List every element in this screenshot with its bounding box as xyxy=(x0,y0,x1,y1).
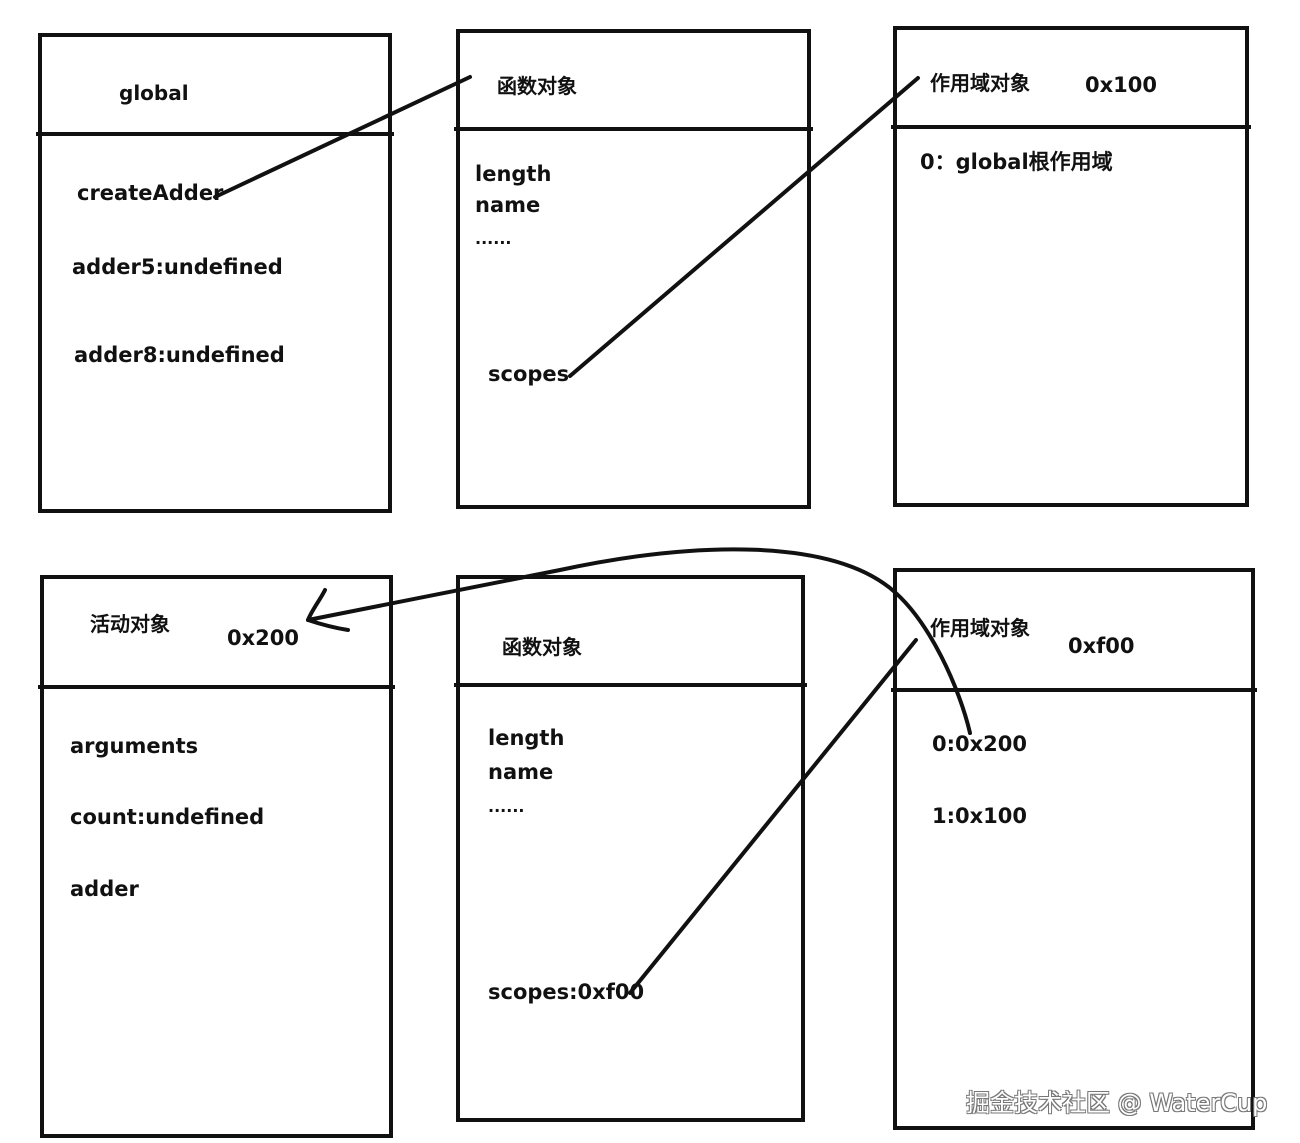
header-divider xyxy=(891,688,1257,692)
field-scopes-top: scopes xyxy=(488,362,570,386)
scope-address-bottom: 0xf00 xyxy=(1068,634,1135,658)
function-object-header-top: 函数对象 xyxy=(497,74,577,98)
scope-address-top: 0x100 xyxy=(1085,73,1157,97)
header-divider xyxy=(454,127,813,131)
activation-object-header: 活动对象 xyxy=(90,612,170,636)
field-length-top: length xyxy=(475,162,552,186)
field-count: count:undefined xyxy=(70,805,265,829)
field-adder: adder xyxy=(70,877,139,901)
field-name-top: name xyxy=(475,193,541,217)
header-divider xyxy=(38,685,395,689)
field-adder5: adder5:undefined xyxy=(72,255,283,279)
function-object-box-top xyxy=(454,29,813,509)
field-scopes-bottom: scopes:0xf00 xyxy=(488,980,645,1004)
field-adder8: adder8:undefined xyxy=(74,343,285,367)
global-header: global xyxy=(119,81,189,105)
scope-object-header-top: 作用域对象 xyxy=(930,71,1030,95)
field-scope-entry-1: 1:0x100 xyxy=(932,804,1028,828)
field-ellipsis-top: ...... xyxy=(475,229,512,248)
field-ellipsis-bottom: ...... xyxy=(488,797,525,816)
activation-address: 0x200 xyxy=(227,626,299,650)
scope-object-box-top xyxy=(891,26,1251,507)
watermark: 掘金技术社区 @ WaterCup xyxy=(966,1089,1268,1117)
field-length-bottom: length xyxy=(488,726,565,750)
header-divider xyxy=(891,125,1251,129)
header-divider xyxy=(36,132,394,136)
header-divider xyxy=(454,683,807,687)
activation-object-box xyxy=(38,575,395,1138)
field-scope-entry-0: 0:0x200 xyxy=(932,732,1028,756)
field-arguments: arguments xyxy=(70,734,199,758)
function-object-header-bottom: 函数对象 xyxy=(502,635,582,659)
field-name-bottom: name xyxy=(488,760,554,784)
field-create-adder: createAdder xyxy=(77,181,224,205)
field-global-root-scope: 0：global根作用域 xyxy=(920,150,1113,174)
scope-object-header-bottom: 作用域对象 xyxy=(930,616,1030,640)
